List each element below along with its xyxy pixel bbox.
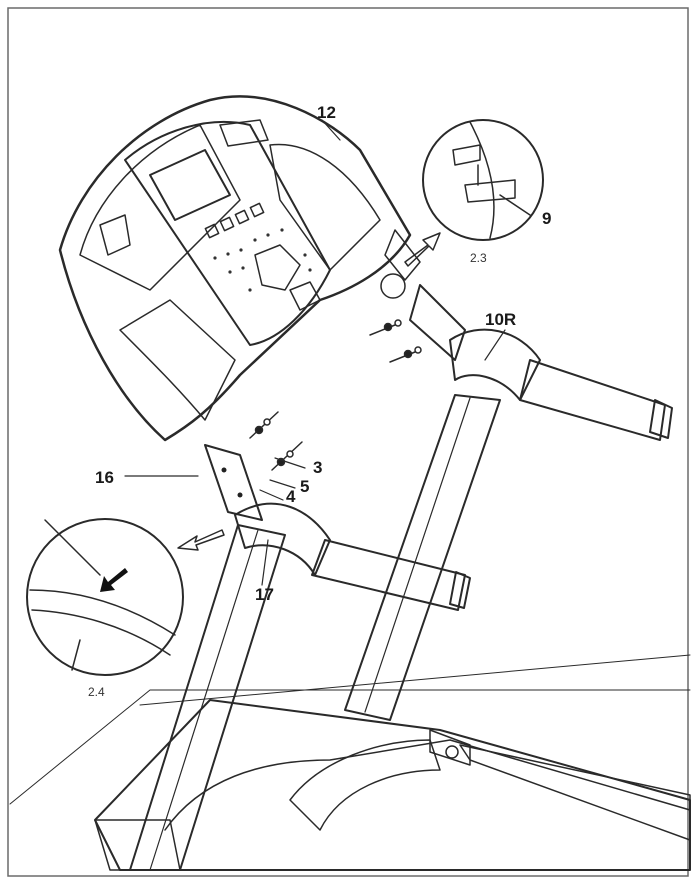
floor-lines [9, 654, 691, 805]
leader-lines [124, 119, 506, 586]
detail-circle-upper [422, 119, 544, 241]
label-2-3: 2.3 [470, 251, 487, 265]
label-9: 9 [542, 209, 551, 228]
treadmill-base [94, 699, 691, 871]
left-upright-16 [129, 444, 286, 871]
lower-bolts [249, 411, 303, 471]
label-2-4: 2.4 [88, 685, 105, 699]
label-10r: 10R [485, 310, 516, 329]
label-4: 4 [286, 487, 296, 506]
detail-arrow-upper [380, 232, 441, 299]
label-3: 3 [313, 458, 322, 477]
label-5: 5 [300, 477, 309, 496]
running-belt [459, 744, 691, 841]
detail-circle-lower [26, 518, 184, 676]
console-12 [58, 95, 421, 442]
label-16: 16 [95, 468, 114, 487]
detail-arrow-lower [177, 529, 225, 551]
left-cover-17 [234, 502, 471, 611]
label-17: 17 [255, 585, 274, 604]
right-upright-10r [344, 284, 673, 721]
label-12: 12 [317, 103, 336, 122]
upper-bolts [369, 319, 422, 363]
